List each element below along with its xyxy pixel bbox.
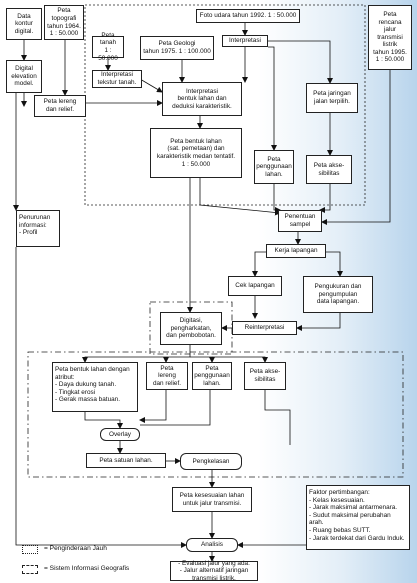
node-peta-topografi: Peta topografi tahun 1964. 1 : 50.000 (44, 5, 84, 40)
legend-swatch-gis (22, 565, 38, 574)
node-data-kontur: Data kontur digital. (6, 8, 42, 40)
edge-atribut-overlay (84, 412, 123, 429)
node-peta-aksesibilitas: Peta akse- sibilitas (306, 155, 352, 184)
node-analisis: Analisis (186, 538, 238, 552)
node-evaluasi: - Evaluasi jalur yang ada. - Jalur alter… (170, 560, 258, 582)
edge-digitasi-aksesibilitas2 (212, 356, 268, 363)
edge-kerja-ukur (323, 251, 343, 277)
node-peta-kesesuaian: Peta kesesuaian lahan untuk jalur transm… (172, 487, 252, 512)
legend-label-remote-sensing: = Penginderaan Jauh (44, 545, 107, 552)
legend-label-gis: = Sistem Informasi Geografis (44, 565, 130, 572)
gis-region-lower (27, 351, 404, 478)
node-interpretasi-tekstur: Interpretasi tekstur tanah. (92, 70, 142, 88)
node-kerja-lapangan: Kerja lapangan (266, 244, 326, 258)
node-peta-geologi: Peta Geologi tahun 1975. 1 : 100.000 (140, 36, 214, 60)
node-interpretasi-bentuk: Interpretasi bentuk lahan dan deduksi ka… (162, 82, 242, 116)
node-peta-jaringan: Peta jaringan jalan terpilih. (306, 83, 358, 113)
node-foto-udara: Foto udara tahun 1992. 1 : 50.000 (196, 9, 300, 23)
edge-tekstur-bentuk (139, 78, 163, 93)
node-dem: Digital elevation model. (6, 60, 42, 93)
node-cek-lapangan: Cek lapangan (228, 276, 282, 296)
edge-penggunaan-sampel (273, 184, 281, 213)
node-peta-lereng-2: Peta lereng dan relief. (146, 362, 188, 390)
node-interpretasi: Interpretasi (222, 35, 268, 47)
node-peta-penggunaan-2: Peta penggunaan lahan. (192, 362, 232, 390)
edge-aksesibilitas-sampel (319, 184, 331, 213)
node-faktor: Faktor pertimbangan: - Kelas kesesuaian.… (306, 485, 410, 550)
node-peta-rencana: Peta rencana jalur transmisi listrik tah… (368, 5, 412, 70)
edge-lereng2-overlay (139, 390, 167, 423)
node-penurunan-informasi: Penurunan informasi: - Profil (16, 210, 60, 247)
edge-digitasi-layers (82, 345, 191, 363)
node-pengukuran: Pengukuran dan pengumpulan data lapangan… (303, 276, 373, 313)
node-digitasi: Digitasi, pengharkatan, dan pembobotan. (160, 312, 222, 345)
node-peta-tanah: Peta tanah 1 : 50.000 (92, 32, 124, 62)
node-pengkelasan: Pengkelasan (180, 453, 242, 470)
edge-penggunaan2-overlay (140, 390, 211, 426)
node-peta-bentuk-atribut: Peta bentuk lahan dengan atribut: - Daya… (52, 362, 138, 412)
node-peta-lereng: Peta lereng dan relief. (34, 95, 86, 117)
node-peta-satuan: Peta satuan lahan. (86, 453, 166, 468)
edge-ukur-reinterpretasi (296, 313, 341, 331)
node-peta-penggunaan: Peta penggunaan lahan. (254, 150, 294, 184)
edge-penurunan-analisis (15, 247, 187, 548)
edge-interpretasi-jaringan (268, 40, 333, 84)
legend-swatch-remote-sensing (22, 545, 38, 554)
edge-interpretasi-penggunaan (268, 46, 277, 151)
node-overlay: Overlay (100, 428, 140, 441)
edge-rencana-sampel (321, 70, 391, 225)
edge-aksesibilitas2-bypass (264, 390, 291, 445)
node-penentuan-sampel: Penentuan sampel (278, 210, 322, 232)
node-peta-aksesibilitas-2: Peta akse- sibilitas (244, 362, 286, 390)
node-reinterpretasi: Reinterpretasi (232, 321, 297, 335)
edge-petabentuk-sampel (199, 178, 281, 216)
node-peta-bentuk-lahan: Peta bentuk lahan (sat. pemetaan) dan ka… (150, 128, 242, 178)
